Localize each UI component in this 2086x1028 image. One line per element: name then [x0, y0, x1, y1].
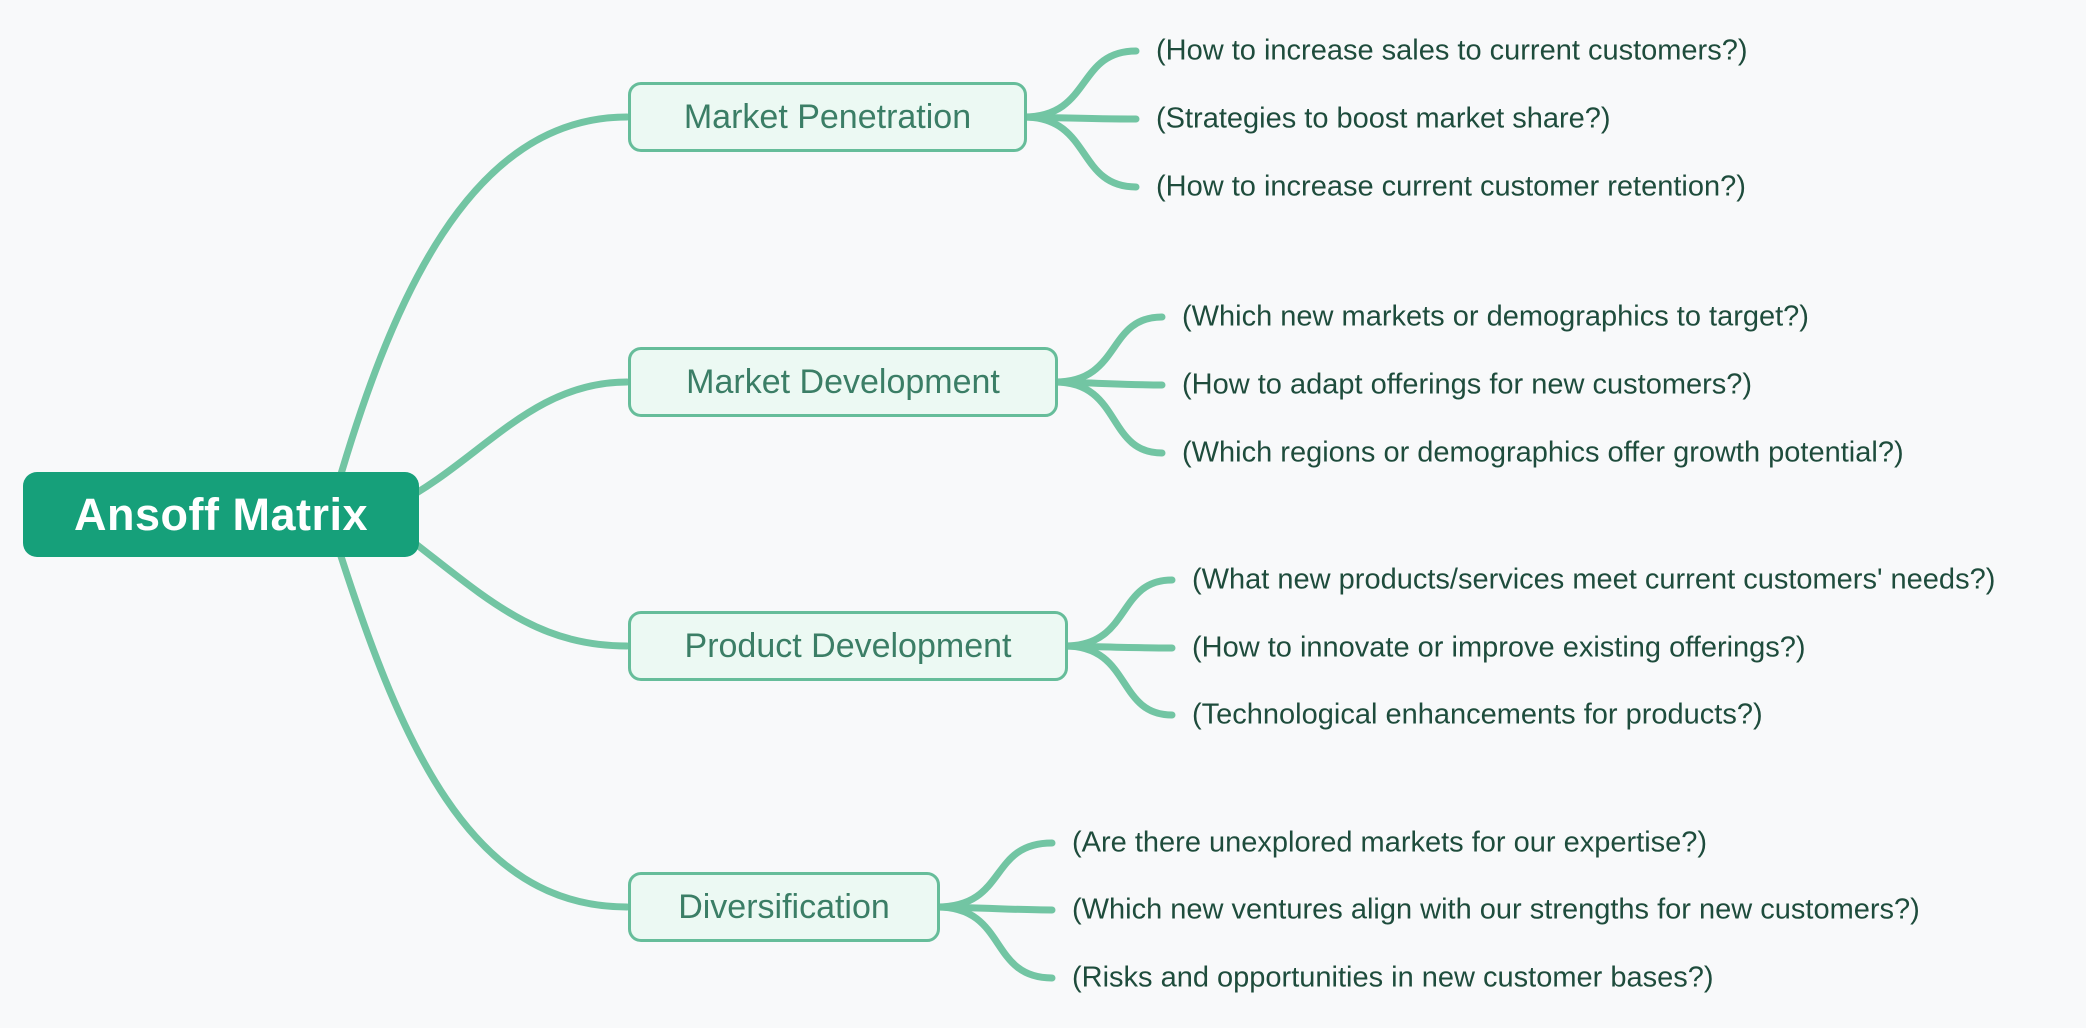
leaf-node: (How to innovate or improve existing off…	[1192, 631, 1806, 664]
link-b3-leaf3	[1061, 642, 1176, 719]
leaf-node: (Which new ventures align with our stren…	[1072, 893, 1920, 926]
branch-node-market-development[interactable]: Market Development	[628, 347, 1058, 417]
link-b3-leaf1	[1061, 576, 1176, 650]
link-b4-leaf1	[933, 839, 1056, 911]
leaf-node: (How to increase sales to current custom…	[1156, 34, 1748, 67]
link-b4-leaf3	[933, 903, 1056, 982]
link-root-branch4	[328, 524, 631, 911]
link-b1-leaf1	[1020, 47, 1140, 121]
link-root-branch1	[328, 113, 631, 509]
leaf-node: (How to increase current customer retent…	[1156, 170, 1746, 203]
leaf-node: (How to adapt offerings for new customer…	[1182, 368, 1753, 401]
leaf-node: (Which regions or demographics offer gro…	[1182, 436, 1904, 469]
leaf-node: (What new products/services meet current…	[1192, 563, 1996, 596]
link-b2-leaf1	[1051, 313, 1166, 386]
link-b2-leaf3	[1051, 378, 1166, 457]
branch-node-diversification[interactable]: Diversification	[628, 872, 940, 942]
leaf-node: (Technological enhancements for products…	[1192, 698, 1763, 731]
link-b1-leaf3	[1020, 113, 1140, 191]
root-node-ansoff-matrix[interactable]: Ansoff Matrix	[23, 472, 419, 557]
leaf-node: (Are there unexplored markets for our ex…	[1072, 826, 1708, 859]
branch-node-product-development[interactable]: Product Development	[628, 611, 1068, 681]
branch-node-market-penetration[interactable]: Market Penetration	[628, 82, 1027, 152]
link-root-branch3	[391, 524, 631, 650]
leaf-node: (Strategies to boost market share?)	[1156, 102, 1611, 135]
leaf-node: (Which new markets or demographics to ta…	[1182, 300, 1809, 333]
link-root-branch2	[391, 378, 631, 509]
leaf-node: (Risks and opportunities in new customer…	[1072, 961, 1714, 994]
